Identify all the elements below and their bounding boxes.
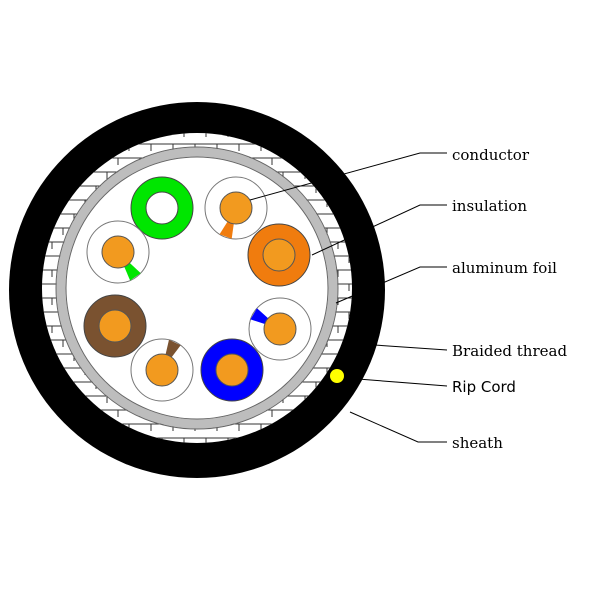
white-orange-wire [204, 176, 268, 240]
conductor-core [215, 353, 249, 387]
conductor-core [263, 312, 297, 346]
wire-stripe [124, 262, 141, 281]
label-conductor: conductor [452, 146, 530, 164]
foil-inner-edge [65, 156, 329, 420]
conductor-core [98, 309, 132, 343]
rip-cord-leader [344, 377, 448, 387]
conductor-core [145, 353, 179, 387]
foil-outer-edge [55, 146, 339, 430]
conductor-leader [249, 152, 447, 201]
wire-pairs [83, 176, 312, 402]
green-solid-wire [130, 176, 194, 240]
wire-core [145, 191, 179, 225]
brown-solid-wire [83, 294, 147, 358]
aluminum-foil-ring [56, 147, 338, 429]
wire-stripe [219, 221, 234, 239]
label-aluminum-foil: aluminum foil [452, 259, 557, 277]
insulation-leader [311, 204, 447, 256]
sheath-leader [349, 411, 447, 443]
wire-stripe [250, 308, 269, 325]
label-sheath: sheath [452, 434, 503, 452]
wire-stripe [165, 339, 181, 358]
white-blue-wire [248, 297, 312, 361]
conductor-core [262, 238, 296, 272]
aluminum-foil-leader [335, 266, 447, 304]
orange-solid-wire [247, 223, 311, 287]
white-brown-wire [130, 338, 194, 402]
rip-cord [330, 369, 344, 383]
conductor-core [101, 235, 135, 269]
blue-solid-wire [200, 338, 264, 402]
conductor-core [219, 191, 253, 225]
leader-lines [249, 152, 448, 443]
label-insulation: insulation [452, 197, 527, 215]
braided-thread-leader [344, 342, 448, 351]
label-rip-cord: Rip Cord [452, 378, 516, 396]
white-green-wire [86, 220, 150, 284]
label-braided-thread: Braided thread [452, 342, 567, 360]
